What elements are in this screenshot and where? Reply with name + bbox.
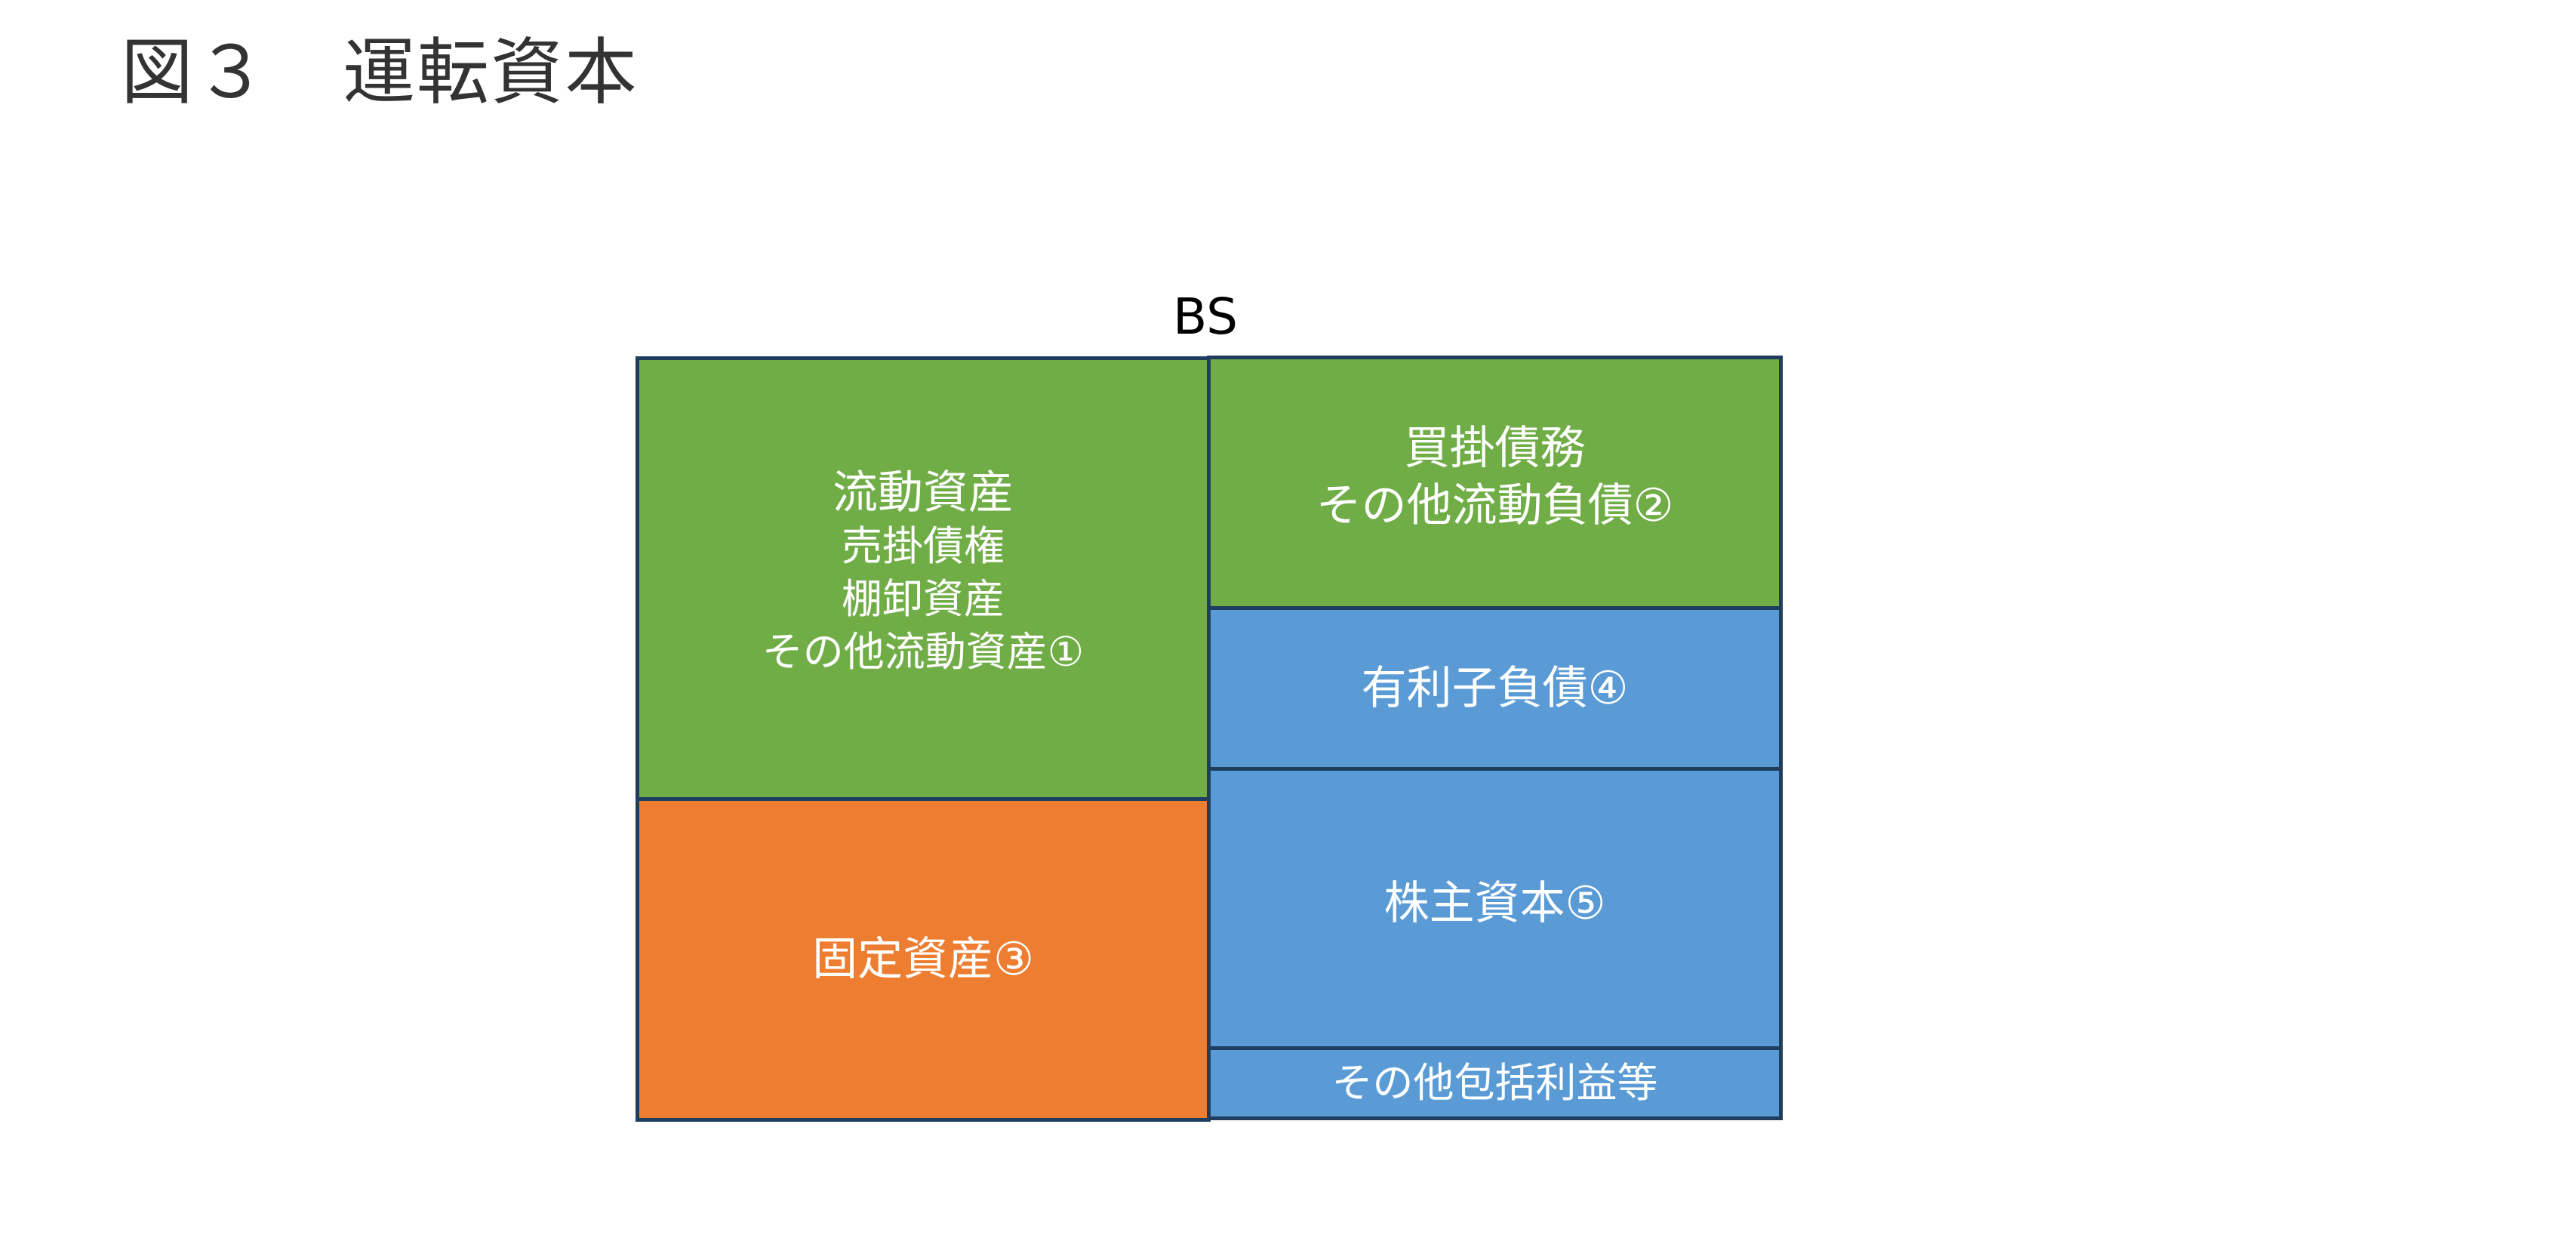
payables-block: 買掛債務 その他流動負債② — [1207, 356, 1783, 610]
other-comprehensive-income-label: その他包括利益等 — [1331, 1059, 1658, 1107]
shareholders-equity-block: 株主資本⑤ — [1207, 767, 1783, 1050]
current-assets-block: 流動資産 売掛債権 棚卸資産 その他流動資産① — [636, 356, 1211, 801]
interest-bearing-debt-block: 有利子負債④ — [1207, 606, 1783, 771]
current-assets-heading: 流動資産 — [833, 467, 1014, 519]
figure-title: 図３ 運転資本 — [121, 30, 639, 115]
shareholders-equity-label: 株主資本⑤ — [1383, 877, 1606, 930]
other-comprehensive-income-block: その他包括利益等 — [1207, 1046, 1783, 1120]
other-current-liabilities-label: その他流動負債② — [1316, 479, 1674, 532]
interest-bearing-debt-label: 有利子負債④ — [1361, 662, 1629, 715]
fixed-assets-label: 固定資産③ — [812, 933, 1034, 986]
balance-sheet-label: BS — [1172, 288, 1239, 346]
inventory-label: 棚卸資産 — [842, 575, 1005, 623]
other-current-assets-label: その他流動資産① — [762, 628, 1085, 676]
accounts-receivable-label: 売掛債権 — [842, 522, 1005, 570]
accounts-payable-label: 買掛債務 — [1404, 422, 1586, 475]
fixed-assets-block: 固定資産③ — [636, 797, 1211, 1122]
